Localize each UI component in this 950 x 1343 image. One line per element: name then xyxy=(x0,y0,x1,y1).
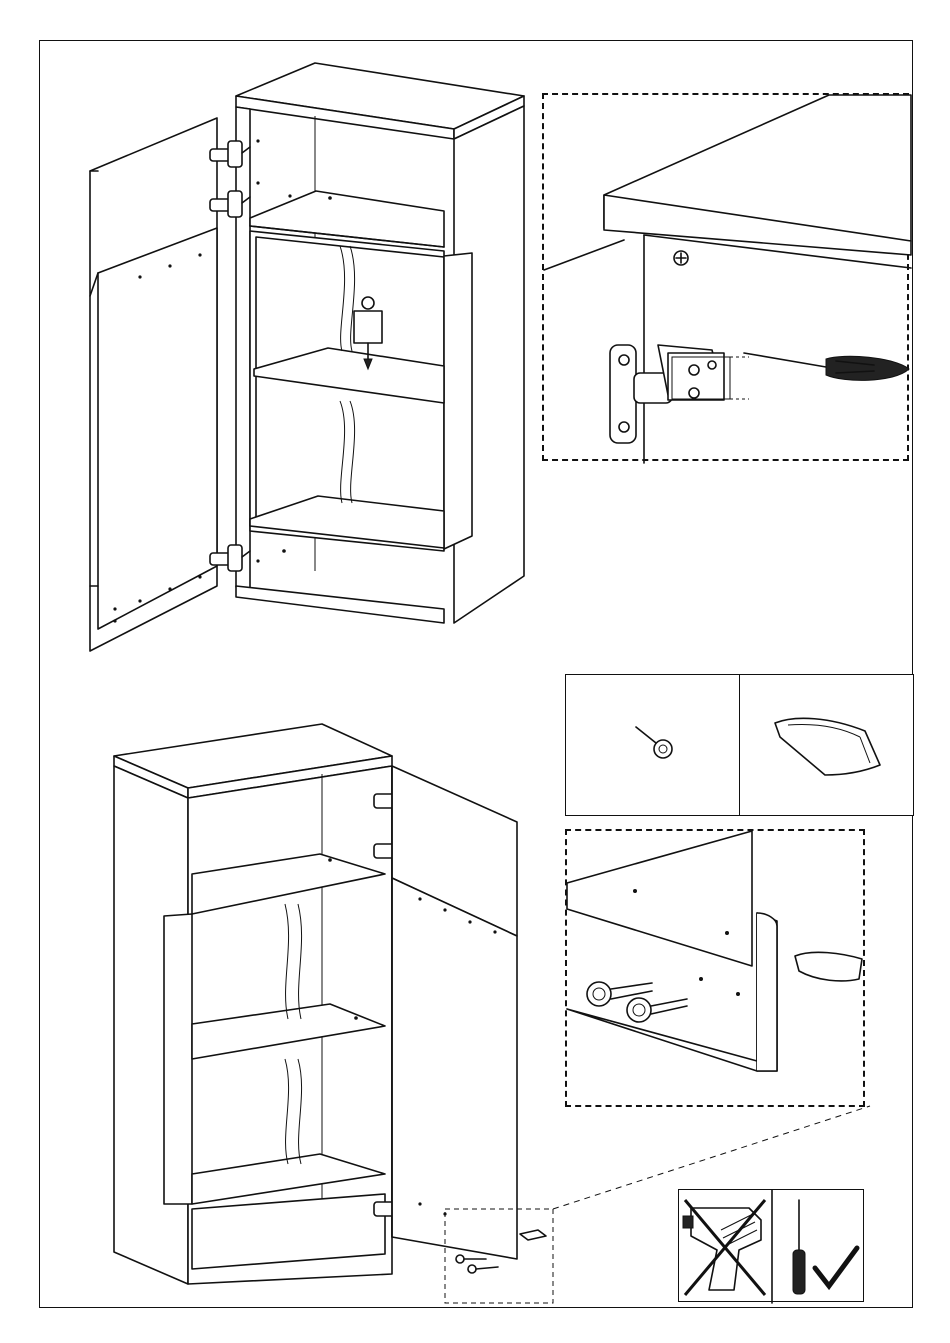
handle-detail-box xyxy=(565,829,865,1107)
hinge-screw-detail xyxy=(544,95,911,463)
handle-screw-detail xyxy=(567,831,867,1109)
part-box-screw xyxy=(565,674,741,816)
handle-icon xyxy=(740,675,915,817)
screwdriver-allowed-icon xyxy=(793,1200,857,1294)
screwdriver-icon xyxy=(744,353,909,380)
power-drill-icon xyxy=(683,1200,765,1295)
open-door-right xyxy=(392,766,546,1259)
hinge-detail-box xyxy=(542,93,909,461)
cabinet-body-bottom xyxy=(114,724,396,1284)
open-door-left xyxy=(90,118,217,651)
cabinet-body-top xyxy=(236,63,524,623)
checkmark-icon xyxy=(815,1248,857,1286)
part-box-handle xyxy=(739,674,914,816)
step-panel-hinges xyxy=(39,40,913,675)
tools-box xyxy=(678,1189,864,1302)
step-panel-handle xyxy=(39,674,913,1308)
screw-icon xyxy=(566,675,742,817)
tools-illustration xyxy=(679,1190,865,1303)
handle-piece xyxy=(795,952,862,981)
mounting-screws xyxy=(587,977,740,1022)
